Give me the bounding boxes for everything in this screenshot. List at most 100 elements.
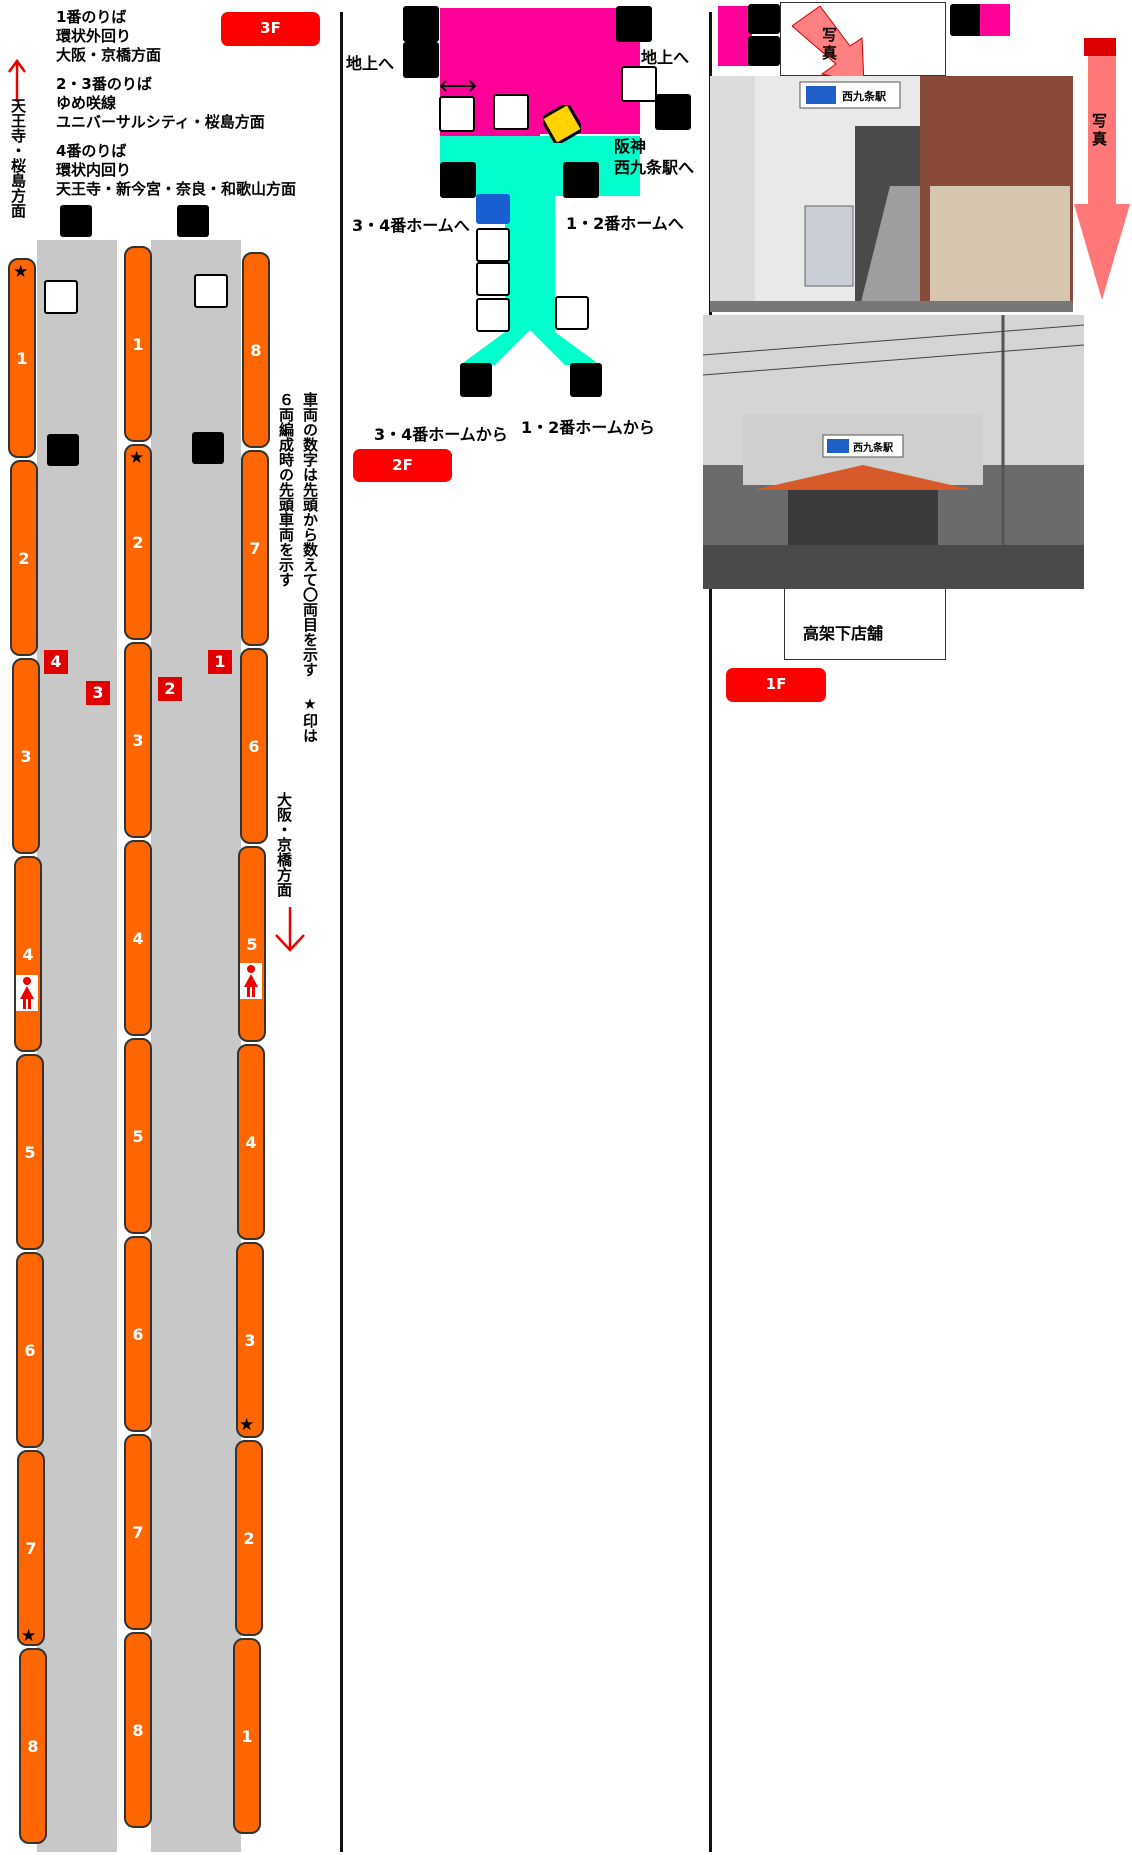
car-right-3: 3 [236, 1242, 264, 1438]
car-right-8: 8 [242, 252, 270, 448]
car-right-6: 6 [240, 648, 268, 844]
photo-label-1: 写真 [822, 26, 838, 62]
label-to-34: 3・4番ホームへ [352, 216, 470, 235]
arrow-up-icon [7, 58, 27, 102]
car-right-5: 5 [238, 846, 266, 1042]
station-sign-bottom: 西九条駅 [853, 443, 893, 454]
photo-arrow-icon [1074, 38, 1130, 300]
men-toilet-icon [476, 262, 510, 296]
line3-title: 4番のりば [56, 142, 127, 160]
platform-number-1: 1 [208, 650, 232, 674]
floor-badge-1f: 1F [726, 668, 826, 702]
station-photo-top: 西九条駅 [710, 76, 1073, 312]
line1-name: 環状外回り [56, 27, 132, 45]
car-right-1: 1 [233, 1638, 261, 1834]
escalator-icon[interactable] [570, 363, 602, 397]
ticket-machine-icon[interactable] [439, 96, 475, 132]
direction-right-label: 大阪・京橋方面 [275, 792, 293, 897]
label-hanshin: 阪神 西九条駅へ [614, 137, 695, 177]
platform-number-4: 4 [44, 650, 68, 674]
floor-badge-3f: 3F [221, 12, 320, 46]
star-icon: ★ [21, 1626, 37, 1646]
car-right-2: 2 [235, 1440, 263, 1636]
stairs-icon[interactable] [950, 4, 982, 36]
car-left-3: 3 [12, 658, 40, 854]
label-shops: 高架下店舗 [803, 624, 884, 643]
women-car-icon [16, 975, 38, 1011]
ticket-gate-icon[interactable] [543, 105, 581, 143]
stairs-icon[interactable] [403, 42, 439, 78]
car-left-7: 7 [17, 1450, 45, 1646]
car-middle-8: 8 [124, 1632, 152, 1828]
concourse-shape [460, 190, 600, 365]
elevator-icon[interactable] [555, 296, 589, 330]
station-photo-bottom: 西九条駅 [703, 315, 1084, 589]
car-right-4: 4 [237, 1044, 265, 1240]
stairs-icon[interactable] [177, 205, 209, 237]
car-left-1: 1 [8, 258, 36, 458]
line3-direction: 天王寺・新今宮・奈良・和歌山方面 [56, 180, 297, 198]
escalator-icon[interactable] [460, 363, 492, 397]
legend-note: 車両の数字は先頭から数えて〇両目を示す ★印は６両編成時の先頭車両を示す [277, 392, 319, 743]
car-left-2: 2 [10, 460, 38, 656]
star-icon: ★ [239, 1415, 255, 1435]
platform-number-2: 2 [158, 677, 182, 701]
car-middle-5: 5 [124, 1038, 152, 1234]
label-from-12: 1・2番ホームから [521, 418, 655, 437]
line2-name: ゆめ咲線 [56, 94, 117, 112]
platform-left [37, 240, 117, 1852]
label-ground-left: 地上へ [346, 54, 395, 73]
shops-box [784, 589, 946, 660]
coin-locker-icon[interactable] [621, 66, 657, 102]
women-toilet-icon [476, 228, 510, 262]
stairs-icon[interactable] [563, 162, 599, 198]
stairs-icon[interactable] [616, 6, 652, 42]
car-middle-7: 7 [124, 1434, 152, 1630]
line1-title: 1番のりば [56, 8, 127, 26]
stairs-icon[interactable] [440, 162, 476, 198]
car-middle-6: 6 [124, 1236, 152, 1432]
car-middle-2: 2 [124, 444, 152, 640]
stairs-icon[interactable] [748, 36, 780, 66]
escalator-icon[interactable] [47, 434, 79, 466]
platform-right [151, 240, 241, 1852]
direction-left-label: 天王寺・桜島方面 [9, 98, 27, 218]
floor-badge-2f: 2F [353, 449, 452, 482]
photo-label-2: 写真 [1092, 112, 1108, 148]
women-car-icon [240, 963, 262, 999]
exit-area [980, 4, 1010, 36]
elevator-icon[interactable] [748, 4, 780, 34]
escalator-icon[interactable] [192, 432, 224, 464]
elevator-icon[interactable] [476, 298, 510, 332]
arrow-down-icon [275, 907, 305, 952]
line1-direction: 大阪・京橋方面 [56, 46, 162, 64]
car-middle-4: 4 [124, 840, 152, 1036]
platform-number-3: 3 [86, 681, 110, 705]
stairs-icon[interactable] [655, 94, 691, 130]
exit-area [718, 6, 752, 66]
car-middle-3: 3 [124, 642, 152, 838]
accessible-toilet-icon [476, 194, 510, 224]
car-right-7: 7 [241, 450, 269, 646]
elevator-icon[interactable] [44, 280, 78, 314]
photo-arrow-icon [792, 6, 865, 85]
divider-left [340, 12, 343, 1852]
fixed-fare-arrow-icon [440, 80, 476, 92]
star-icon: ★ [13, 262, 29, 282]
star-icon: ★ [129, 448, 145, 468]
line2-title: 2・3番のりば [56, 75, 152, 93]
line3-name: 環状内回り [56, 161, 132, 179]
ticket-office-icon[interactable] [493, 94, 529, 130]
elevator-icon[interactable] [403, 6, 439, 42]
line2-direction: ユニバーサルシティ・桜島方面 [56, 113, 265, 131]
stairs-icon[interactable] [60, 205, 92, 237]
car-left-6: 6 [16, 1252, 44, 1448]
label-from-34: 3・4番ホームから [374, 425, 508, 444]
car-left-4: 4 [14, 856, 42, 1052]
elevator-icon[interactable] [194, 274, 228, 308]
car-left-5: 5 [16, 1054, 44, 1250]
label-to-12: 1・2番ホームへ [566, 214, 684, 233]
car-middle-1: 1 [124, 246, 152, 442]
divider-right [709, 12, 712, 1852]
car-left-8: 8 [19, 1648, 47, 1844]
